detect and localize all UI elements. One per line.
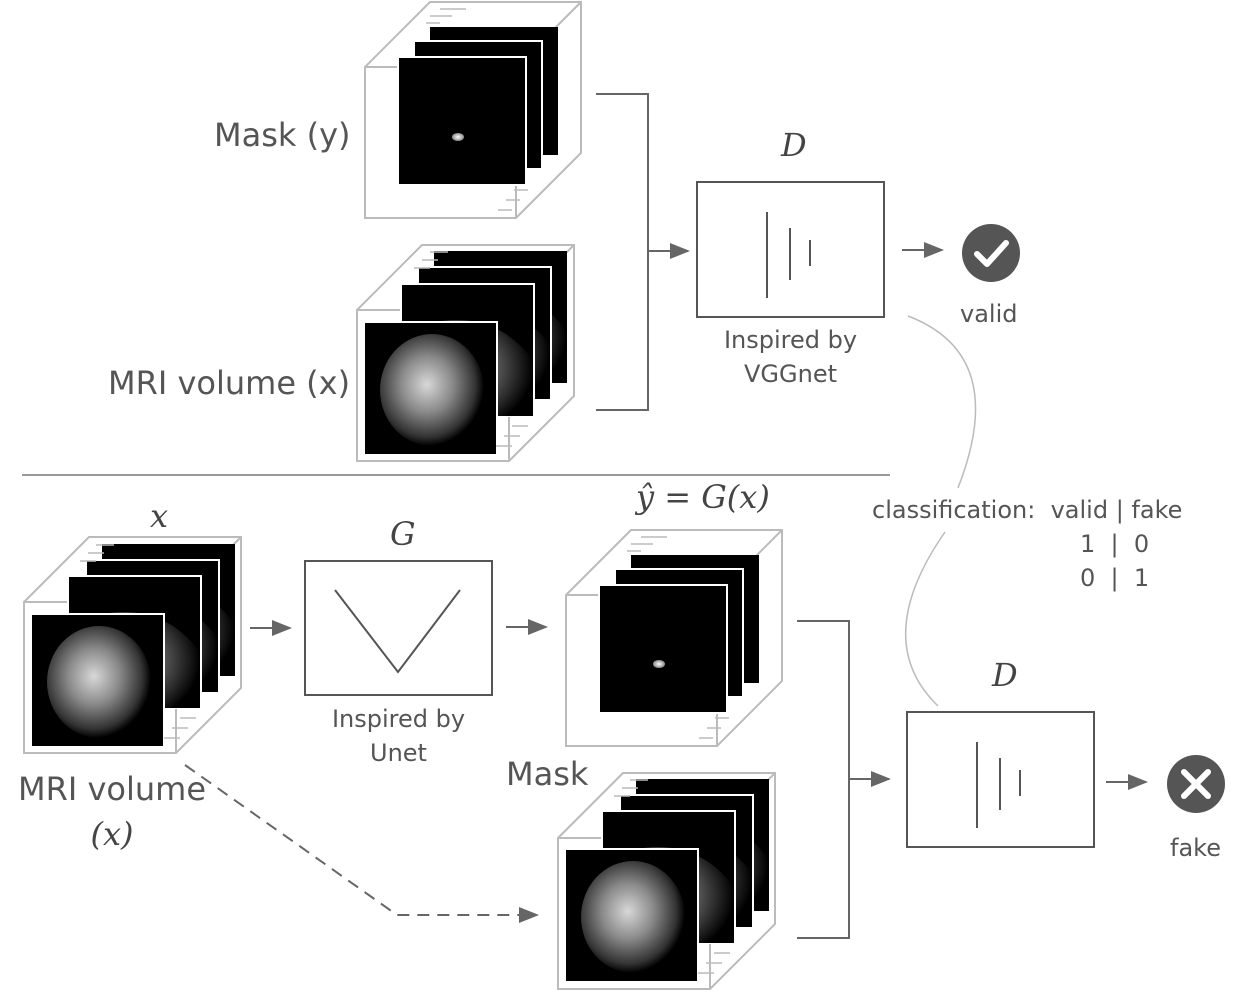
x-circle-icon xyxy=(1167,755,1225,813)
check-circle-icon xyxy=(962,224,1020,282)
bottom-discriminator-box xyxy=(906,711,1095,848)
bottom-copy-mri-volume xyxy=(557,772,776,990)
bottom-mask-label: Mask xyxy=(506,755,589,793)
top-mask-volume xyxy=(364,1,582,219)
classification-row-fake: 0 | 1 xyxy=(1080,564,1150,592)
generator-caption-line2: Unet xyxy=(370,739,427,767)
classification-row-valid: 1 | 0 xyxy=(1080,530,1150,558)
bottom-mri-label-line1: MRI volume xyxy=(18,770,206,808)
bottom-input-mri-volume xyxy=(23,536,242,754)
top-discriminator-caption-line2: VGGnet xyxy=(744,360,837,388)
top-merge-connector xyxy=(596,93,690,411)
top-discriminator-title: D xyxy=(781,126,807,164)
top-discriminator-caption-line1: Inspired by xyxy=(723,326,858,354)
valid-label: valid xyxy=(960,300,1018,328)
generator-caption-line1: Inspired by xyxy=(331,705,466,733)
top-discriminator-box xyxy=(696,181,885,318)
generator-box xyxy=(304,560,493,696)
prediction-title: ŷ = G(x) xyxy=(636,478,770,516)
classification-header: classification: valid | fake xyxy=(872,496,1183,524)
top-mri-volume xyxy=(356,244,575,462)
bottom-merge-connector xyxy=(797,620,891,939)
bottom-mri-label-line2: (x) xyxy=(90,815,134,853)
generator-title: G xyxy=(390,515,416,553)
bottom-discriminator-title: D xyxy=(992,656,1018,694)
top-mri-label: MRI volume (x) xyxy=(108,364,351,402)
fake-label: fake xyxy=(1170,834,1221,862)
predicted-mask-volume xyxy=(565,529,783,747)
bottom-input-title: x xyxy=(150,497,169,535)
top-mask-label: Mask (y) xyxy=(214,116,351,154)
top-classification-curve xyxy=(907,315,977,489)
skip-connection-dashed xyxy=(184,764,539,923)
bottom-classification-curve xyxy=(904,531,946,707)
